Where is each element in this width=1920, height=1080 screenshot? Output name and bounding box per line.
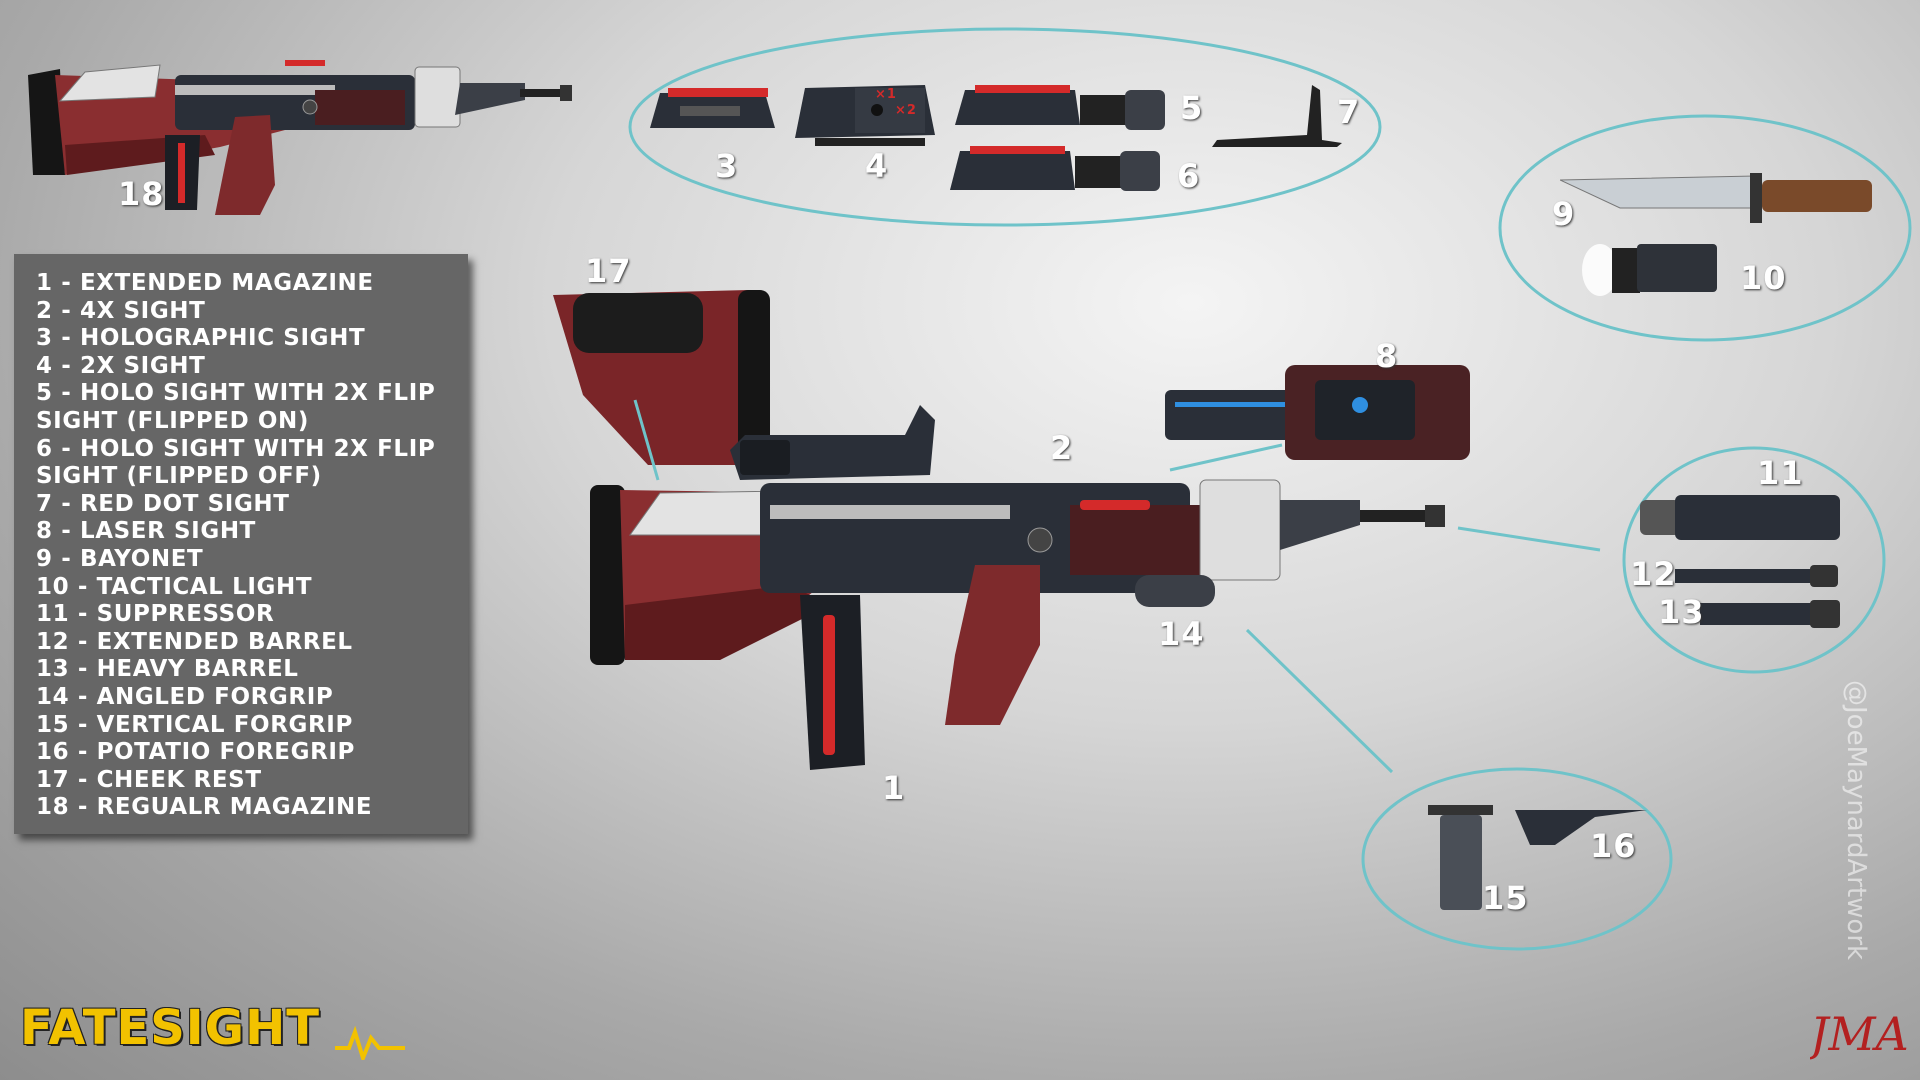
legend-item: 11 - SUPPRESSOR (36, 601, 275, 628)
holo-flip-off-icon (950, 146, 1160, 191)
callout-1: 1 (882, 769, 906, 807)
legend-item: 1 - EXTENDED MAGAZINE (36, 270, 374, 296)
legend-item: 13 - HEAVY BARREL (36, 656, 299, 683)
callout-2: 2 (1050, 429, 1074, 467)
callout-7: 7 (1337, 93, 1361, 131)
callout-12: 12 (1630, 555, 1677, 593)
bayonet-icon (1560, 173, 1872, 223)
artist-watermark: @JoeMaynardArtwork (1841, 680, 1871, 961)
legend-item: 16 - POTATIO FOREGRIP (36, 739, 355, 766)
callout-14: 14 (1158, 615, 1205, 653)
legend-item: 15 - VERTICAL FORGRIP (36, 711, 353, 738)
legend-item: 4 - 2X SIGHT (36, 352, 206, 379)
vertical-foregrip-icon (1428, 805, 1493, 910)
callout-5: 5 (1180, 89, 1204, 127)
potatio-foregrip-icon (1515, 810, 1647, 845)
holo-flip-on-icon (955, 85, 1165, 130)
legend-item: 8 - LASER SIGHT (36, 518, 256, 545)
sight-mark-x2: ×2 (895, 103, 917, 118)
extended-barrel-icon (1675, 565, 1838, 587)
callout-9: 9 (1552, 195, 1576, 233)
legend-item: 5 - HOLO SIGHT WITH 2X FLIP SIGHT (FLIPP… (36, 380, 436, 434)
cheek-rest-illustration (553, 290, 770, 468)
legend-item: 18 - REGUALR MAGAZINE (36, 794, 373, 821)
red-dot-sight-icon (1212, 85, 1342, 147)
2x-sight-icon (795, 85, 935, 146)
legend-item: 7 - RED DOT SIGHT (36, 490, 290, 517)
svg-text:JMA: JMA (1810, 1007, 1909, 1061)
legend-item: 6 - HOLO SIGHT WITH 2X FLIP SIGHT (FLIPP… (36, 435, 436, 490)
logo-waveform-icon (335, 1025, 405, 1060)
callout-3: 3 (715, 147, 739, 185)
callout-11: 11 (1757, 454, 1804, 492)
sight-mark-x1: ×1 (875, 87, 897, 102)
callout-15: 15 (1482, 879, 1529, 917)
fatesight-logo: FATESIGHT (20, 1000, 320, 1056)
artist-signature: JMA (1810, 1007, 1909, 1061)
legend-item: 17 - CHEEK REST (36, 766, 262, 793)
barrel-attachments-ring (1622, 446, 1886, 674)
legend-item: 2 - 4X SIGHT (36, 297, 206, 324)
legend-item: 9 - BAYONET (36, 545, 204, 572)
callout-13: 13 (1658, 593, 1705, 631)
laser-sight-illustration (1165, 365, 1470, 460)
sights-group-ring (628, 27, 1382, 227)
callout-10: 10 (1740, 259, 1787, 297)
tactical-light-icon (1582, 244, 1717, 296)
bayonet-light-ring (1498, 114, 1912, 342)
callout-6: 6 (1177, 157, 1201, 195)
main-rifle-illustration (590, 405, 1445, 770)
callout-18: 18 (118, 175, 165, 213)
foregrip-ring (1361, 767, 1673, 951)
small-rifle-illustration (28, 60, 572, 215)
callout-16: 16 (1590, 827, 1637, 865)
suppressor-icon (1640, 495, 1840, 540)
legend-item: 10 - TACTICAL LIGHT (36, 573, 313, 600)
legend-item: 14 - ANGLED FORGRIP (36, 683, 334, 710)
holographic-sight-icon (650, 88, 775, 128)
heavy-barrel-icon (1700, 600, 1840, 628)
callout-4: 4 (865, 147, 889, 185)
callout-17: 17 (585, 252, 632, 290)
legend-item: 12 - EXTENDED BARREL (36, 628, 353, 655)
callout-8: 8 (1375, 337, 1399, 375)
legend-item: 3 - HOLOGRAPHIC SIGHT (36, 325, 366, 352)
